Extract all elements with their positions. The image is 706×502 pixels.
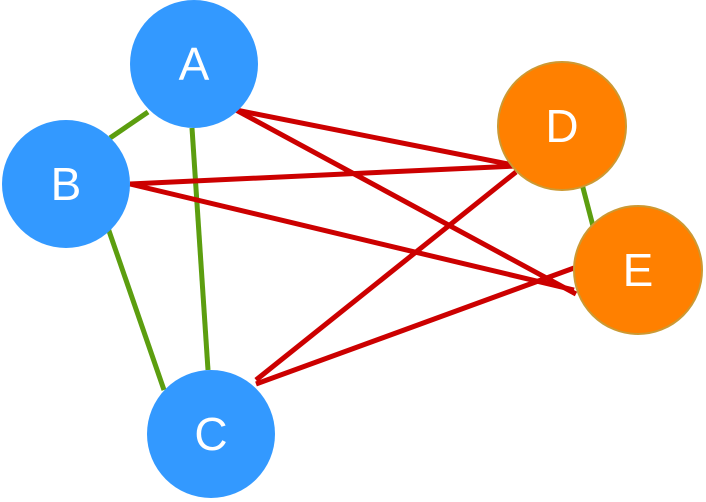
edge-d-e xyxy=(579,183,597,231)
edge-a-e xyxy=(234,107,578,297)
node-circle-d xyxy=(497,61,627,191)
edges-layer xyxy=(105,107,597,391)
node-circle-c xyxy=(147,370,275,498)
edge-c-e xyxy=(255,265,575,387)
edge-b-c xyxy=(105,227,167,391)
node-b: B xyxy=(2,120,130,248)
node-e: E xyxy=(573,205,703,335)
edge-a-c xyxy=(189,127,211,371)
node-circle-e xyxy=(573,205,703,335)
node-a: A xyxy=(130,0,258,128)
node-d: D xyxy=(497,61,627,191)
edge-c-d xyxy=(254,170,518,382)
edge-b-d xyxy=(129,163,517,187)
node-circle-b xyxy=(2,120,130,248)
edge-b-e xyxy=(129,181,575,293)
node-c: C xyxy=(147,370,275,498)
edge-a-b xyxy=(108,109,150,141)
edge-a-d xyxy=(235,107,519,169)
node-circle-a xyxy=(130,0,258,128)
